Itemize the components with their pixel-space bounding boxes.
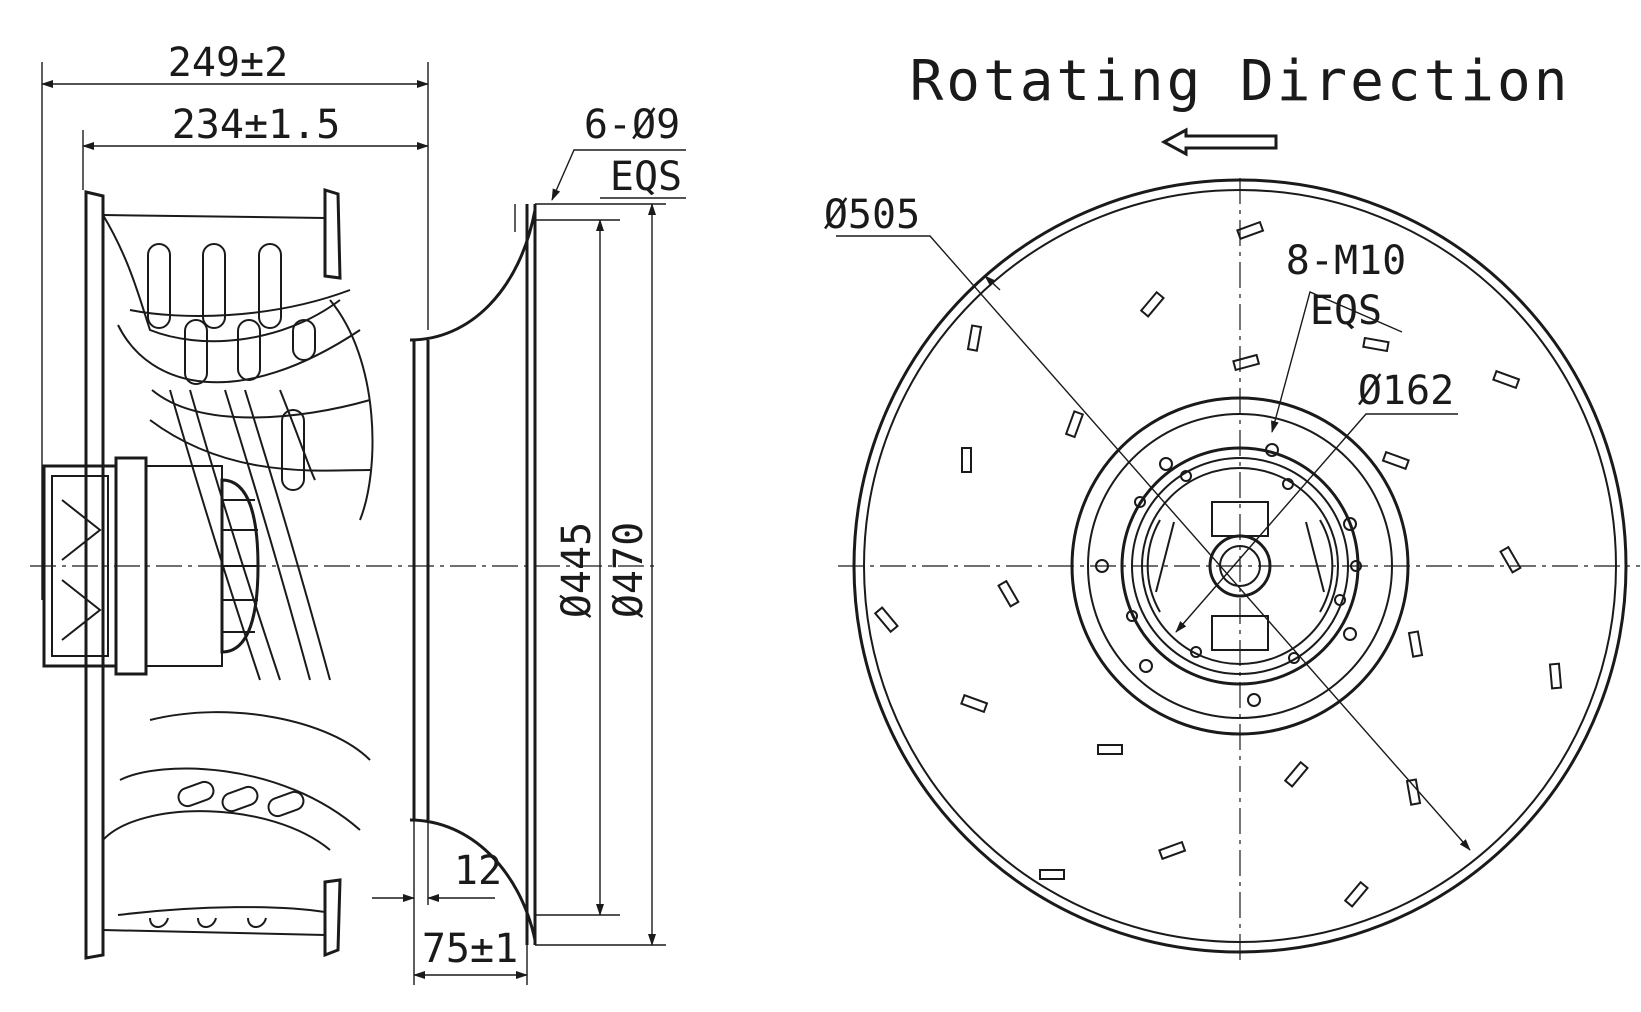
blade-slots bbox=[873, 220, 1563, 908]
label-hub-threads-eqs: EQS bbox=[1310, 288, 1382, 334]
label-mount-holes-eqs: EQS bbox=[610, 154, 682, 200]
label-outer-diameter: Ø470 bbox=[606, 522, 652, 618]
label-hub-diameter: Ø162 bbox=[1358, 368, 1454, 414]
label-mount-holes: 6-Ø9 bbox=[584, 102, 680, 148]
label-flange-thickness: 12 bbox=[454, 848, 502, 894]
side-view: 249±2 234±1.5 6-Ø9 EQS Ø445 Ø470 12 75±1 bbox=[30, 40, 686, 985]
label-hub-threads: 8-M10 bbox=[1286, 238, 1406, 284]
label-rotation-title: Rotating Direction bbox=[910, 49, 1571, 114]
label-impeller-diameter: Ø505 bbox=[824, 192, 920, 238]
rotation-arrow-icon bbox=[1160, 127, 1278, 157]
label-inlet-depth: 75±1 bbox=[422, 926, 518, 972]
front-view: Rotating Direction bbox=[824, 49, 1640, 960]
label-inner-diameter: Ø445 bbox=[554, 522, 600, 618]
label-overall-length: 249±2 bbox=[168, 40, 288, 86]
label-impeller-length: 234±1.5 bbox=[172, 102, 341, 148]
